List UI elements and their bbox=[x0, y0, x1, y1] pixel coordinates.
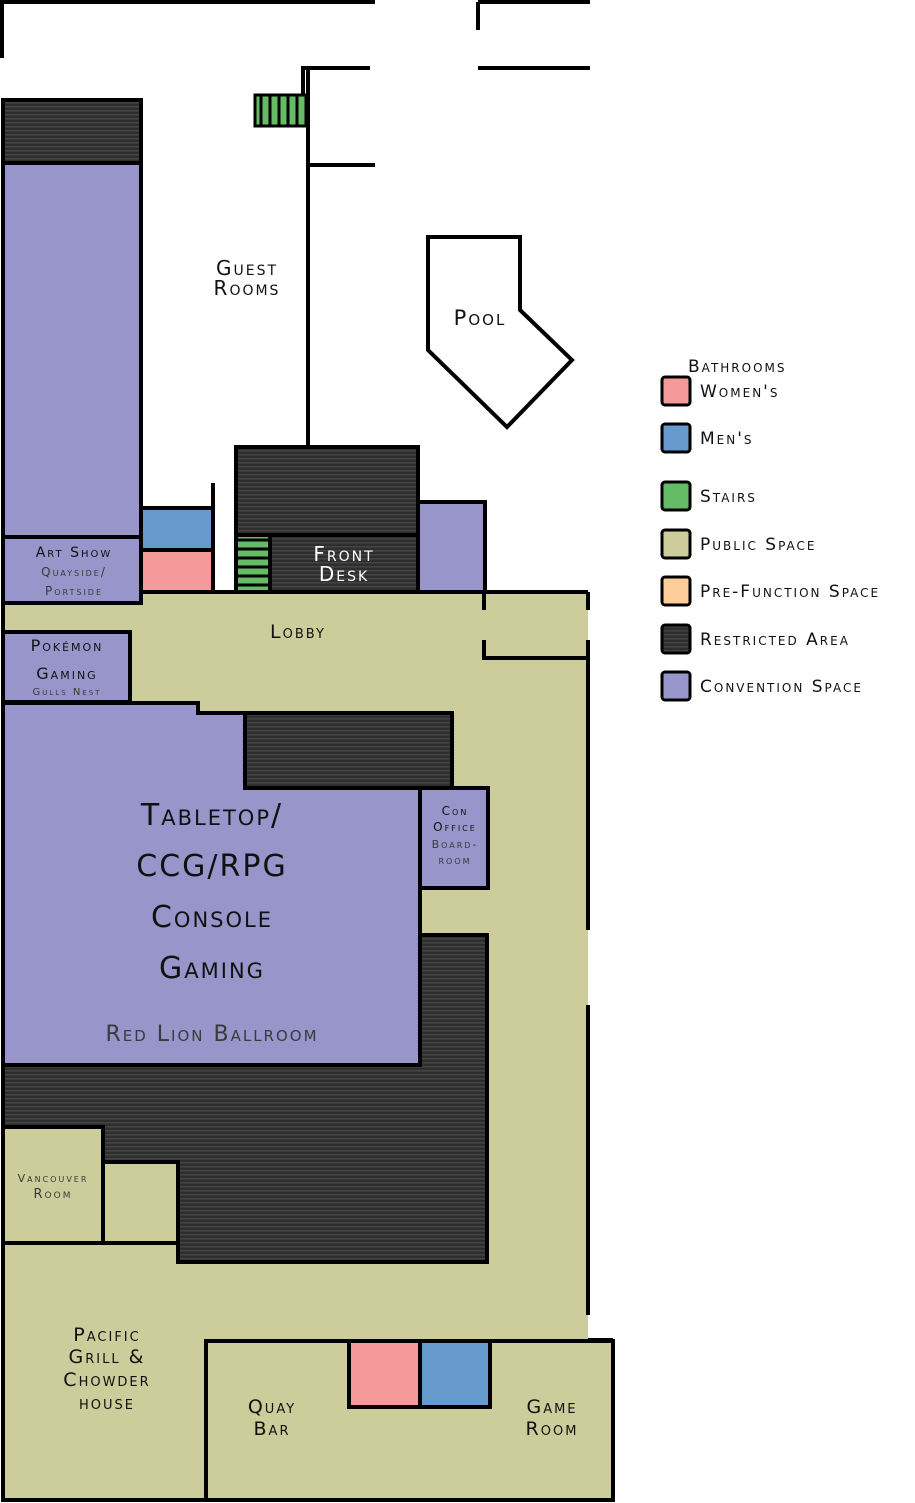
legend-label: Restricted Area bbox=[700, 630, 850, 650]
pokemon-label-2: Gaming bbox=[36, 664, 97, 683]
legend-label: Stairs bbox=[700, 487, 757, 507]
con-office-label-1: Con bbox=[442, 804, 469, 818]
legend-label: Public Space bbox=[700, 535, 817, 555]
front-desk-label-2: Desk bbox=[319, 562, 369, 586]
legend-label: Pre-Function Space bbox=[700, 582, 880, 602]
art-show-room bbox=[1, 535, 143, 605]
pacific-grill-label-3: Chowder bbox=[63, 1369, 150, 1391]
legend-swatch bbox=[660, 575, 692, 607]
legend-title: Bathrooms bbox=[688, 357, 787, 377]
ballroom-activity-3: Console bbox=[151, 900, 273, 935]
legend-label: Women's bbox=[700, 382, 779, 402]
small-storage-room bbox=[101, 1160, 180, 1245]
pokemon-gaming-room bbox=[1, 630, 132, 704]
ballroom-activity-2: CCG/RPG bbox=[136, 849, 287, 884]
pacific-grill-label-1: Pacific bbox=[73, 1324, 140, 1346]
womens-bathroom-lobby bbox=[139, 548, 215, 594]
legend-label: Convention Space bbox=[700, 677, 863, 697]
art-show-sub-1: Quayside/ bbox=[41, 565, 107, 579]
mens-bathroom-lobby bbox=[139, 506, 215, 552]
ballroom-name: Red Lion Ballroom bbox=[105, 1022, 318, 1047]
pacific-grill-label-4: house bbox=[79, 1392, 135, 1414]
quay-bar-label: Quay bbox=[248, 1396, 296, 1418]
pacific-grill-label-2: Grill & bbox=[69, 1346, 146, 1368]
vancouver-label-2: Room bbox=[34, 1187, 73, 1202]
con-office-label-3: Board- bbox=[432, 838, 479, 851]
restricted-area-ballroom-north bbox=[243, 711, 454, 790]
pool-label: Pool bbox=[454, 306, 507, 330]
pokemon-label: Pokémon bbox=[31, 636, 104, 655]
front-desk-label: Front bbox=[313, 542, 374, 566]
stairs-guest-wing bbox=[253, 93, 308, 128]
game-room-label: Game bbox=[526, 1396, 577, 1418]
front-desk bbox=[268, 533, 420, 594]
vancouver-label: Vancouver bbox=[18, 1172, 89, 1185]
art-show-label: Art Show bbox=[36, 545, 113, 561]
vancouver-room bbox=[1, 1125, 105, 1245]
guest-room-walls bbox=[0, 0, 590, 447]
con-office-label-4: room bbox=[438, 854, 471, 867]
restricted-area-northwest bbox=[1, 98, 143, 165]
convention-space-west-hall bbox=[1, 161, 143, 539]
legend-swatch bbox=[660, 623, 692, 655]
legend-label: Men's bbox=[700, 429, 754, 449]
lobby-label: Lobby bbox=[270, 621, 326, 643]
legend-swatch bbox=[660, 422, 692, 454]
stairs-lobby bbox=[234, 533, 272, 594]
guest-rooms-label: Guest bbox=[216, 256, 278, 280]
con-office-boardroom bbox=[418, 786, 490, 890]
con-office-label-2: Office bbox=[433, 820, 477, 834]
convention-space-lobby-room bbox=[416, 500, 487, 594]
guest-rooms-label-2: Rooms bbox=[214, 276, 281, 300]
game-room-label-2: Room bbox=[526, 1418, 579, 1440]
legend-swatch bbox=[660, 375, 692, 407]
mens-bathroom-south bbox=[418, 1339, 492, 1409]
pool bbox=[426, 235, 575, 430]
ballroom-activity-1: Tabletop/ bbox=[140, 798, 283, 833]
pokemon-sub: Gulls Nest bbox=[33, 687, 102, 698]
art-show-sub-2: Portside bbox=[45, 584, 103, 598]
legend-swatch bbox=[660, 670, 692, 702]
restricted-area-back-office bbox=[234, 445, 420, 537]
ballroom-activity-4: Gaming bbox=[159, 951, 265, 986]
legend-swatch bbox=[660, 480, 692, 512]
womens-bathroom-south bbox=[347, 1339, 422, 1409]
quay-bar-label-2: Bar bbox=[254, 1418, 291, 1440]
legend-swatch bbox=[660, 528, 692, 560]
